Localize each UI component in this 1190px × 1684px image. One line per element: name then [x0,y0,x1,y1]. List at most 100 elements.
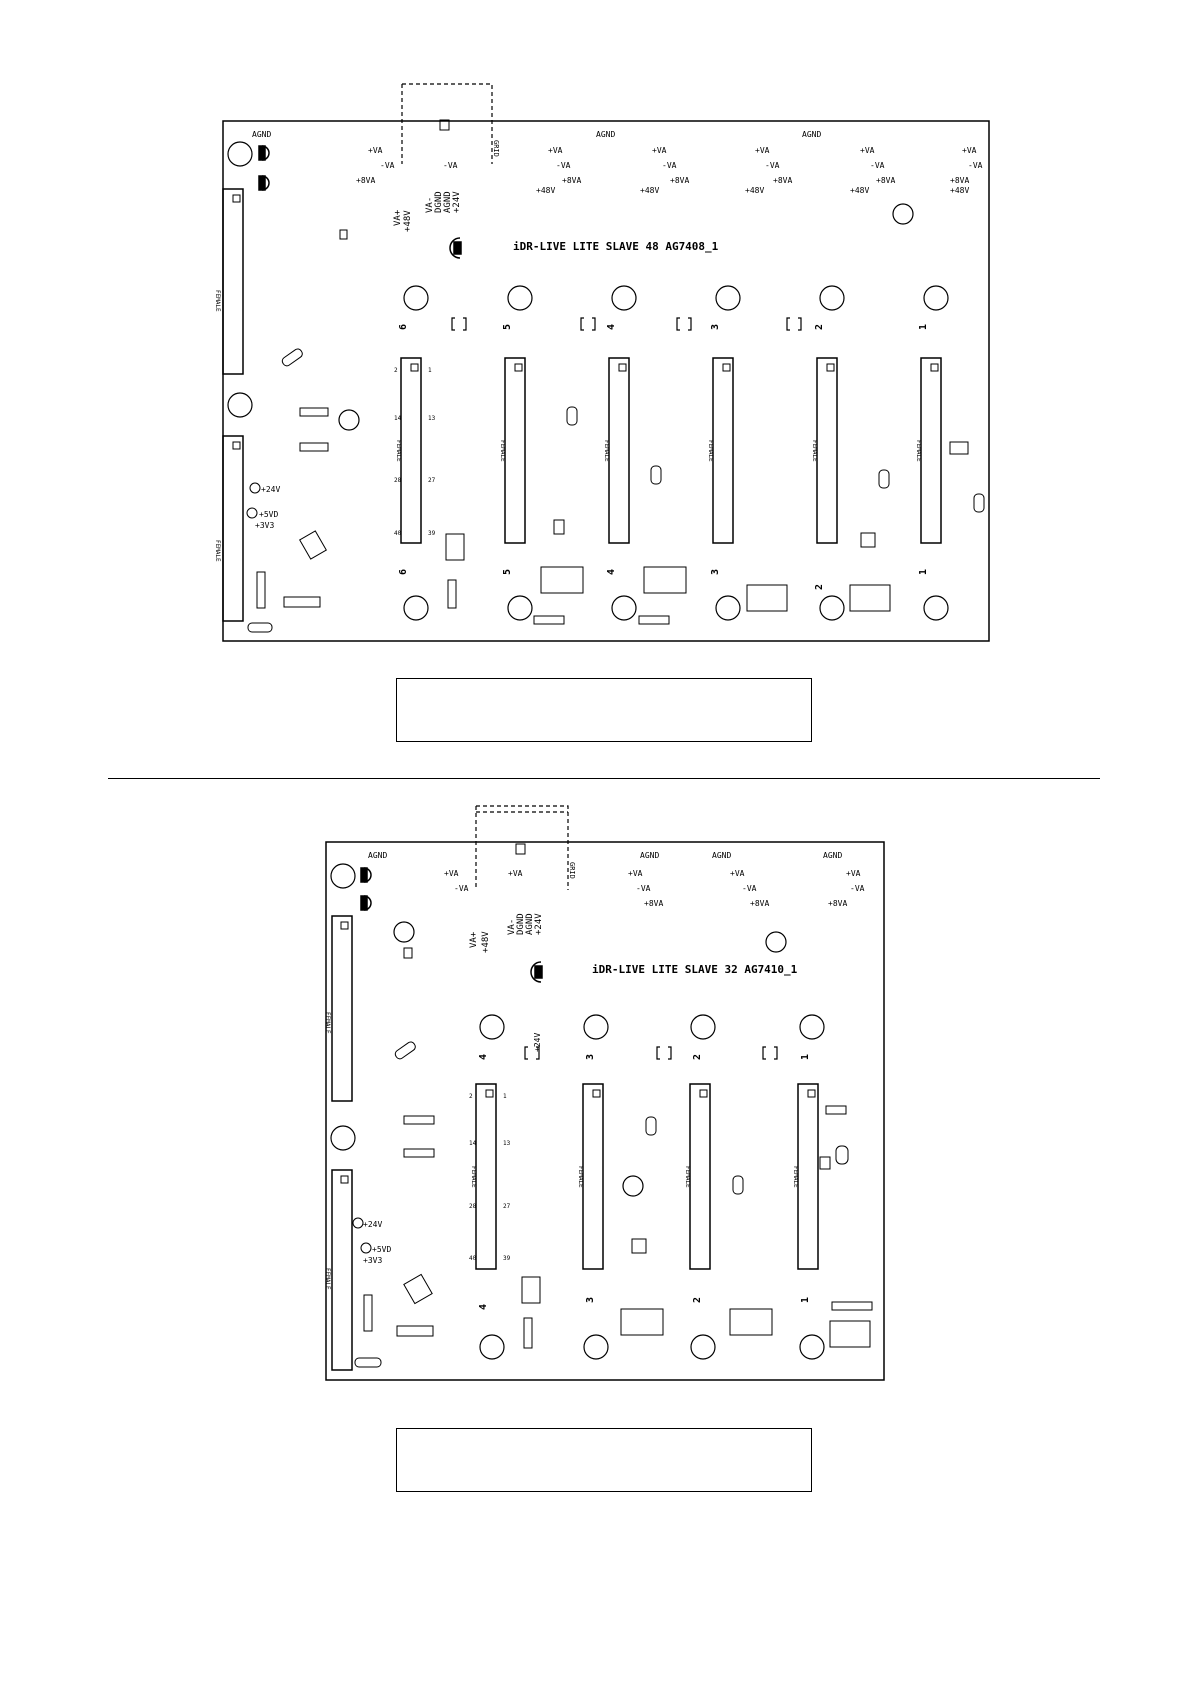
mounting-hole [330,1125,356,1151]
svg-text:+48V: +48V [640,186,659,195]
capacitor-pair [258,145,270,191]
mounting-hole [892,203,914,225]
svg-text:+8VA: +8VA [828,899,847,908]
connector-label: FEMALE [324,1012,331,1034]
svg-text:40: 40 [469,1255,477,1262]
svg-text:2: 2 [469,1093,473,1100]
dashed-connector-outline [401,83,493,164]
channel-holes [479,1014,825,1360]
bracket-marks [451,317,802,331]
agnd-label: AGND [596,130,615,139]
pcb-diagram-slave-32: GRID AGND AGND AGND AGND +VA -VA +VA +VA… [324,805,885,1381]
svg-text:2: 2 [692,1297,703,1303]
page-divider [108,778,1100,779]
left-connector-lower [222,435,244,622]
svg-text:1: 1 [800,1054,811,1060]
svg-text:-VA: -VA [850,884,865,893]
svg-text:6: 6 [398,324,409,330]
svg-text:-VA: -VA [443,161,458,170]
electrolytic-cap [530,961,543,983]
svg-text:3: 3 [585,1054,596,1060]
svg-text:VA-: VA- [425,197,435,213]
svg-text:39: 39 [503,1255,511,1262]
svg-text:FEMALE: FEMALE [811,440,818,462]
svg-text:28: 28 [394,477,402,484]
grid-vertical-label: GRID [492,140,500,157]
svg-text:2: 2 [814,584,825,590]
svg-text:+VA: +VA [508,869,523,878]
svg-text:14: 14 [469,1140,477,1147]
mounting-hole [765,931,787,953]
svg-text:13: 13 [428,415,436,422]
connector-tab [439,119,450,131]
pin-labels: 1 2 13 14 27 28 39 40 [469,1093,511,1262]
channel-connector [608,357,630,544]
left-connector-lower [331,1169,353,1371]
misc-components [247,348,985,633]
supply-label: +5VD [372,1245,391,1254]
svg-text:+8VA: +8VA [562,176,581,185]
rail-group-5: +VA -VA +8VA [828,869,865,908]
svg-text:-VA: -VA [556,161,571,170]
mounting-hole [227,392,253,418]
electrolytic-cap [449,237,462,259]
svg-text:+8VA: +8VA [644,899,663,908]
supply-label: +3V3 [363,1256,382,1265]
mounting-hole [227,141,253,167]
agnd-label: AGND [823,851,842,860]
svg-text:VA+: VA+ [393,209,403,226]
svg-text:-VA: -VA [968,161,983,170]
rail-label-rotated: +24V [533,1033,542,1052]
mounting-hole [393,921,415,943]
svg-text:FEMALE: FEMALE [603,440,610,462]
channel-connector [582,1083,604,1270]
svg-text:1: 1 [503,1093,507,1100]
svg-text:VA-: VA- [507,919,517,935]
svg-text:+48V: +48V [950,186,969,195]
svg-text:1: 1 [428,367,432,374]
board-outline [325,841,885,1381]
channel-connector [797,1083,819,1270]
channel-connector [400,357,422,544]
board-outline [222,120,990,642]
left-connector-upper [331,915,353,1102]
svg-text:5: 5 [502,324,513,330]
svg-text:3: 3 [710,324,721,330]
svg-text:2: 2 [394,367,398,374]
svg-text:27: 27 [503,1203,511,1210]
connector-labels: FEMALE FEMALE FEMALE FEMALE FEMALE FEMAL… [395,440,922,462]
svg-text:FEMALE: FEMALE [577,1166,584,1188]
channel-numbers-top: 6 5 4 3 2 1 [398,324,929,330]
rail-group-1: +VA -VA [444,869,469,893]
capacitor-pair [360,867,372,911]
svg-text:4: 4 [478,1304,489,1310]
svg-text:2: 2 [692,1054,703,1060]
svg-text:+48V: +48V [403,210,413,232]
svg-text:+8VA: +8VA [950,176,969,185]
supply-label: +3V3 [255,521,274,530]
svg-text:40: 40 [394,530,402,537]
svg-text:FEMALE: FEMALE [707,440,714,462]
svg-text:FEMALE: FEMALE [915,440,922,462]
connector-label: FEMALE [214,290,221,312]
agnd-label: AGND [802,130,821,139]
power-label-stack: +48V VA+ VA- DGND AGND +24V [393,191,462,232]
channel-holes-top [403,285,949,621]
svg-text:1: 1 [918,324,929,330]
channel-connector [475,1083,497,1270]
agnd-label: AGND [640,851,659,860]
svg-text:-VA: -VA [870,161,885,170]
power-label-stack: +48V VA+ VA- DGND AGND +24V [469,913,544,953]
agnd-label: AGND [252,130,271,139]
channel-numbers-top: 4 3 2 1 [478,1054,811,1060]
rail-group-2: +VA [508,869,523,878]
svg-text:+24V: +24V [452,191,462,213]
svg-text:+8VA: +8VA [356,176,375,185]
svg-text:6: 6 [398,569,409,575]
svg-text:+VA: +VA [628,869,643,878]
svg-text:1: 1 [918,569,929,575]
svg-text:-VA: -VA [662,161,677,170]
svg-text:AGND: AGND [525,913,535,935]
svg-text:+VA: +VA [730,869,745,878]
svg-text:FEMALE: FEMALE [792,1166,799,1188]
